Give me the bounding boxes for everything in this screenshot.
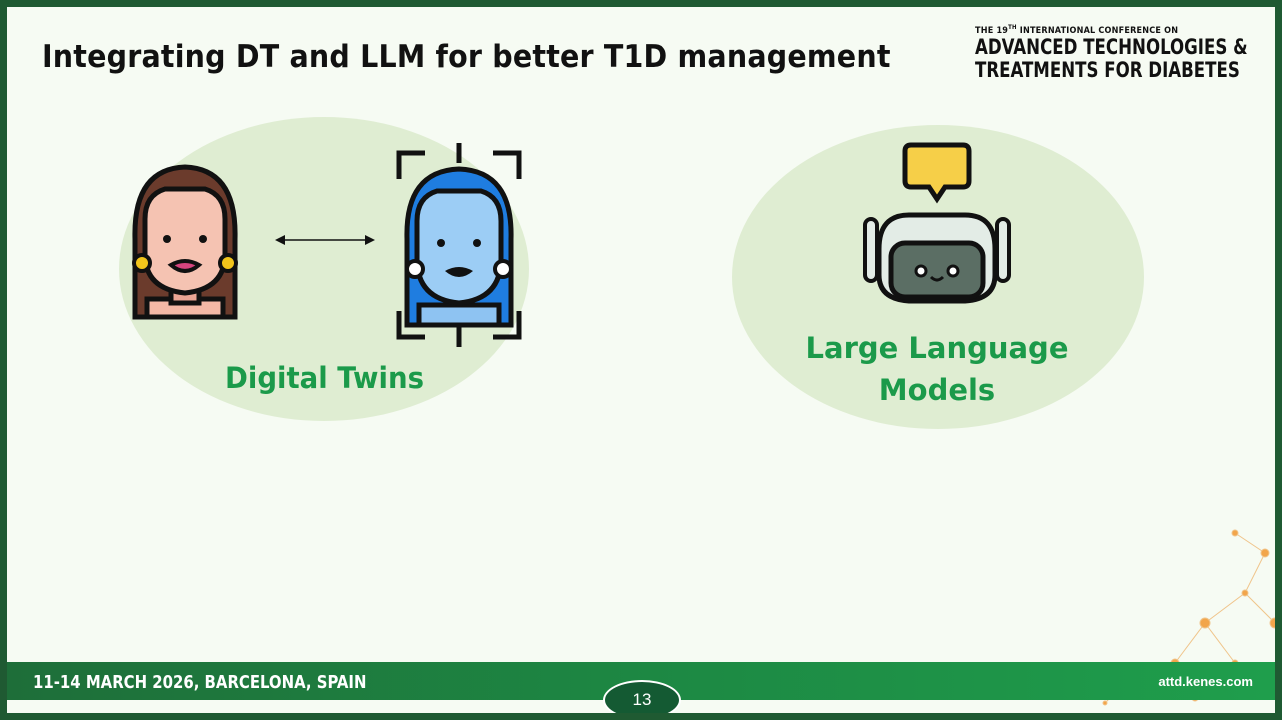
bidirectional-arrow-icon: [275, 235, 375, 245]
llm-label-line1: Large Language: [805, 331, 1069, 365]
conference-line-1: ADVANCED TECHNOLOGIES &: [975, 35, 1248, 59]
conference-logo: THE 19TH INTERNATIONAL CONFERENCE ON ADV…: [975, 24, 1275, 82]
digital-twins-label: Digital Twins: [225, 361, 424, 395]
digital-twin-avatar-icon: [396, 143, 522, 347]
footer-date-location: 11-14 MARCH 2026, BARCELONA, SPAIN: [33, 672, 367, 693]
page-number-badge: 13: [603, 680, 681, 713]
robot-chat-icon: [863, 142, 1011, 304]
conference-superline: THE 19TH INTERNATIONAL CONFERENCE ON: [975, 24, 1179, 36]
slide-title: Integrating DT and LLM for better T1D ma…: [42, 39, 891, 75]
slide: Integrating DT and LLM for better T1D ma…: [7, 7, 1275, 713]
llm-label-line2: Models: [878, 373, 996, 407]
llm-label: Large Language Models: [797, 327, 1077, 411]
woman-avatar-icon: [132, 164, 238, 320]
conference-line-2: TREATMENTS FOR DIABETES: [975, 58, 1240, 82]
footer-url[interactable]: attd.kenes.com: [1158, 674, 1253, 689]
